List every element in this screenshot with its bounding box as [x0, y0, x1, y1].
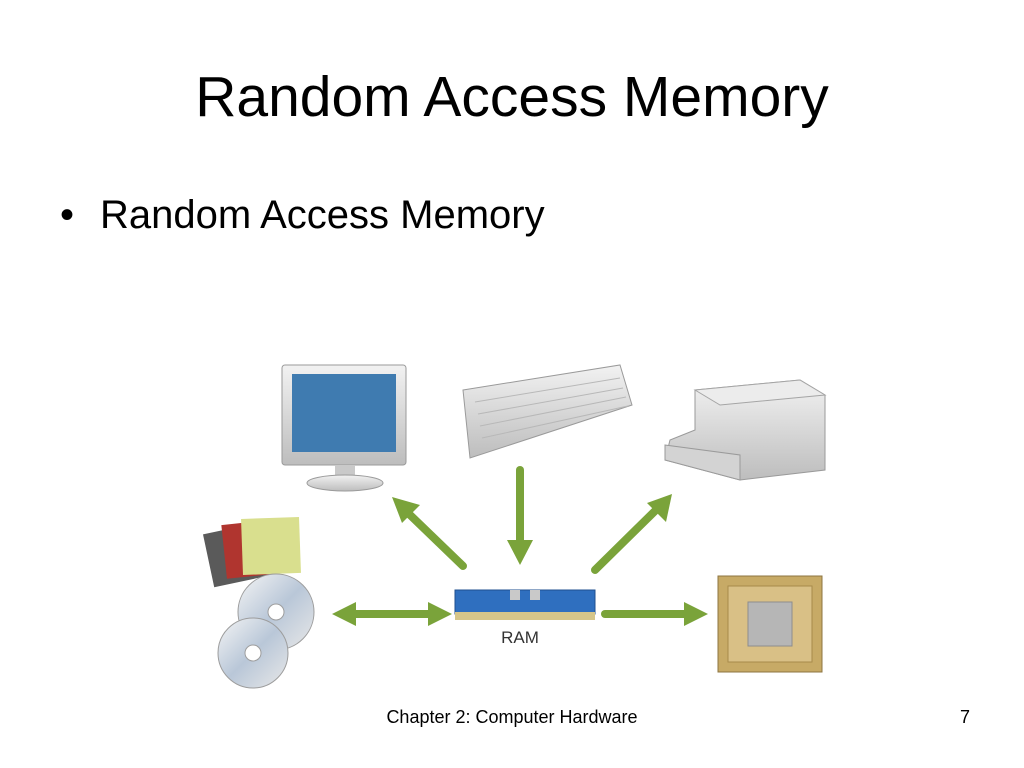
ram-module-icon [454, 589, 596, 620]
monitor-icon [281, 364, 407, 492]
bullet-dot: • [60, 193, 75, 237]
arrow-to-printer [591, 494, 672, 574]
slide-footer: Chapter 2: Computer Hardware [386, 707, 638, 727]
bullet-text: Random Access Memory [100, 193, 545, 237]
bullet-item: • Random Access Memory [60, 190, 545, 240]
cpu-chip-icon [717, 575, 823, 673]
ram-diagram: RAM [202, 364, 827, 689]
ram-label: RAM [501, 628, 539, 647]
arrow-storage-ram [332, 602, 452, 626]
arrow-to-cpu [601, 602, 708, 626]
slide-title: Random Access Memory [195, 65, 829, 129]
arrow-from-keyboard [507, 466, 533, 565]
keyboard-icon [462, 364, 633, 459]
page-number: 7 [959, 707, 970, 727]
storage-media-icon [202, 516, 315, 689]
arrow-to-monitor [392, 497, 467, 570]
printer-icon [664, 379, 827, 481]
